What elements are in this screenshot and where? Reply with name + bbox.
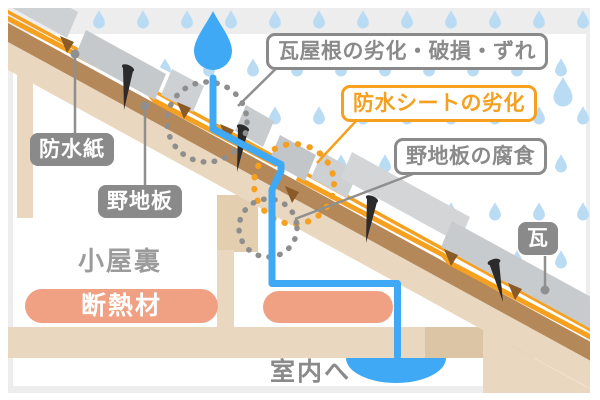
attic-label: 小屋裏 <box>78 246 163 276</box>
ceiling-board <box>8 327 428 358</box>
into-room-label: 室内へ <box>270 358 352 386</box>
rusted-nail-wedges <box>60 36 522 300</box>
callout-dots <box>70 49 550 295</box>
bottom-edge-strip <box>8 386 592 393</box>
insulation-label-pill: 断熱材 <box>25 289 218 323</box>
tile-course <box>0 0 78 38</box>
damage-circle-sheet <box>251 141 337 227</box>
nail-icon <box>121 64 135 110</box>
part-label-waterproof-paper: 防水紙 <box>30 133 114 166</box>
attic-structure <box>8 60 537 358</box>
callout-label-tile-roof-issue: 瓦屋根の劣化・破損・ずれ <box>266 33 548 70</box>
callout-dot <box>70 49 80 59</box>
raindrops-background <box>8 8 592 300</box>
loose-nails <box>121 64 503 302</box>
tile-course <box>341 152 470 243</box>
callout-line-sheet-issue <box>316 120 357 164</box>
rusted-nail-icon <box>444 249 458 266</box>
nail-icon <box>365 195 379 243</box>
wall-stud <box>17 60 33 218</box>
insulation-panel <box>263 291 393 323</box>
leak-water-path <box>209 74 401 360</box>
callout-label-sheathing-issue: 野地板の腐食 <box>394 138 547 175</box>
part-label-sheathing-board: 野地板 <box>98 185 182 218</box>
slipped-tile <box>75 30 166 100</box>
nail-icon <box>236 124 250 172</box>
eave-block <box>483 330 592 396</box>
callout-dot <box>540 285 550 295</box>
sheathing-layer <box>0 18 600 366</box>
support-column <box>217 250 234 328</box>
broken-tile <box>269 135 316 181</box>
damage-circle-sheathing <box>236 196 300 260</box>
callout-line-sheathing-issue <box>294 167 427 221</box>
tile-course <box>441 221 600 330</box>
rusted-nail-icon <box>177 102 191 119</box>
broken-tile <box>161 69 204 112</box>
leak-water <box>194 11 446 383</box>
damage-circle-tile <box>164 79 250 165</box>
nail-icon <box>487 258 503 302</box>
callout-label-sheet-issue: 防水シートの劣化 <box>341 85 537 122</box>
left-edge-strip <box>8 8 13 386</box>
water-puddle <box>346 358 446 383</box>
rusted-nail-icon <box>285 186 299 203</box>
rusted-nail-icon <box>60 36 74 53</box>
rusted-nail-icon <box>508 283 522 300</box>
callout-dot <box>140 101 150 111</box>
part-label-roof-tile: 瓦 <box>518 222 558 255</box>
